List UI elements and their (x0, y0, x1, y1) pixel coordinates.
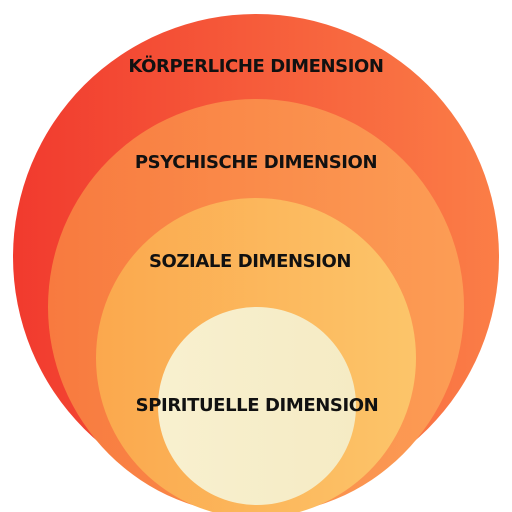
label-soziale-dimension: SOZIALE DIMENSION (149, 251, 351, 272)
circle-spirituelle-dimension (158, 307, 356, 505)
label-koerperliche-dimension: KÖRPERLICHE DIMENSION (128, 55, 383, 77)
label-spirituelle-dimension: SPIRITUELLE DIMENSION (136, 395, 379, 416)
label-psychische-dimension: PSYCHISCHE DIMENSION (135, 152, 377, 173)
